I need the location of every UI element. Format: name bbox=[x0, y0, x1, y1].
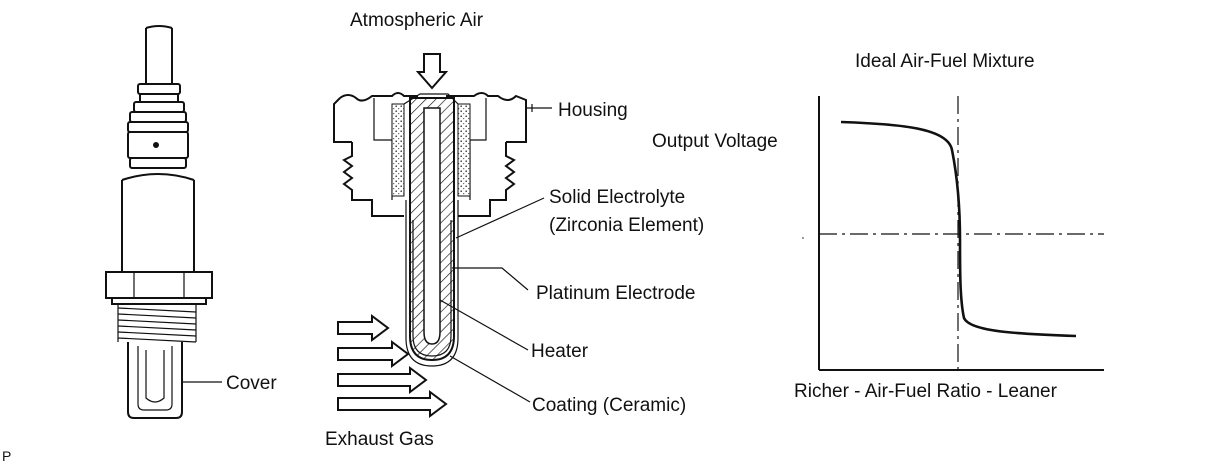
electrolyte-leader-line bbox=[455, 197, 545, 239]
sensor-hex-nut bbox=[105, 271, 213, 299]
housing-top-left bbox=[339, 92, 418, 102]
exhaust-gas-arrows bbox=[337, 314, 448, 418]
sensor-cross-section bbox=[333, 53, 552, 418]
sensor-wire bbox=[145, 28, 173, 84]
housing-thread-left bbox=[342, 142, 404, 217]
housing-label: Housing bbox=[558, 100, 628, 121]
graph-y-label: Output Voltage bbox=[652, 131, 778, 152]
sensor-cover bbox=[127, 342, 183, 419]
output-voltage-graph bbox=[802, 96, 1104, 371]
sensor-body bbox=[121, 173, 195, 272]
coating-label: Coating (Ceramic) bbox=[532, 395, 686, 416]
exhaust-arrow-icon bbox=[337, 366, 428, 394]
platinum-electrode-label: Platinum Electrode bbox=[536, 283, 695, 304]
graph-title: Ideal Air-Fuel Mixture bbox=[855, 51, 1035, 72]
coating-leader-line bbox=[449, 355, 531, 403]
zirconia-element-label: (Zirconia Element) bbox=[549, 215, 704, 236]
heater-core bbox=[423, 107, 441, 345]
electrode-leader-line bbox=[452, 267, 529, 291]
heater-leader-line bbox=[439, 299, 529, 351]
corner-mark: P bbox=[2, 448, 11, 464]
exhaust-arrow-icon bbox=[337, 314, 390, 342]
exhaust-gas-label: Exhaust Gas bbox=[325, 429, 434, 450]
solid-electrolyte-label: Solid Electrolyte bbox=[549, 187, 685, 208]
sensor-vent-hole bbox=[153, 142, 159, 148]
cover-label: Cover bbox=[226, 373, 277, 394]
exhaust-arrow-icon bbox=[337, 340, 410, 368]
sensor-ring bbox=[137, 83, 181, 95]
graph-x-label: Richer - Air-Fuel Ratio - Leaner bbox=[794, 381, 1058, 402]
housing-thread-right bbox=[458, 142, 516, 217]
sensor-exterior bbox=[105, 25, 222, 419]
ceramic-coating bbox=[405, 200, 459, 367]
sensor-packing bbox=[391, 103, 405, 197]
exhaust-arrow-icon bbox=[337, 390, 448, 418]
heater-label: Heater bbox=[531, 341, 589, 362]
atmospheric-air-arrow-icon bbox=[415, 53, 449, 90]
sensor-thread bbox=[117, 304, 197, 343]
atmospheric-air-label: Atmospheric Air bbox=[350, 10, 484, 31]
voltage-curve bbox=[840, 120, 1077, 338]
